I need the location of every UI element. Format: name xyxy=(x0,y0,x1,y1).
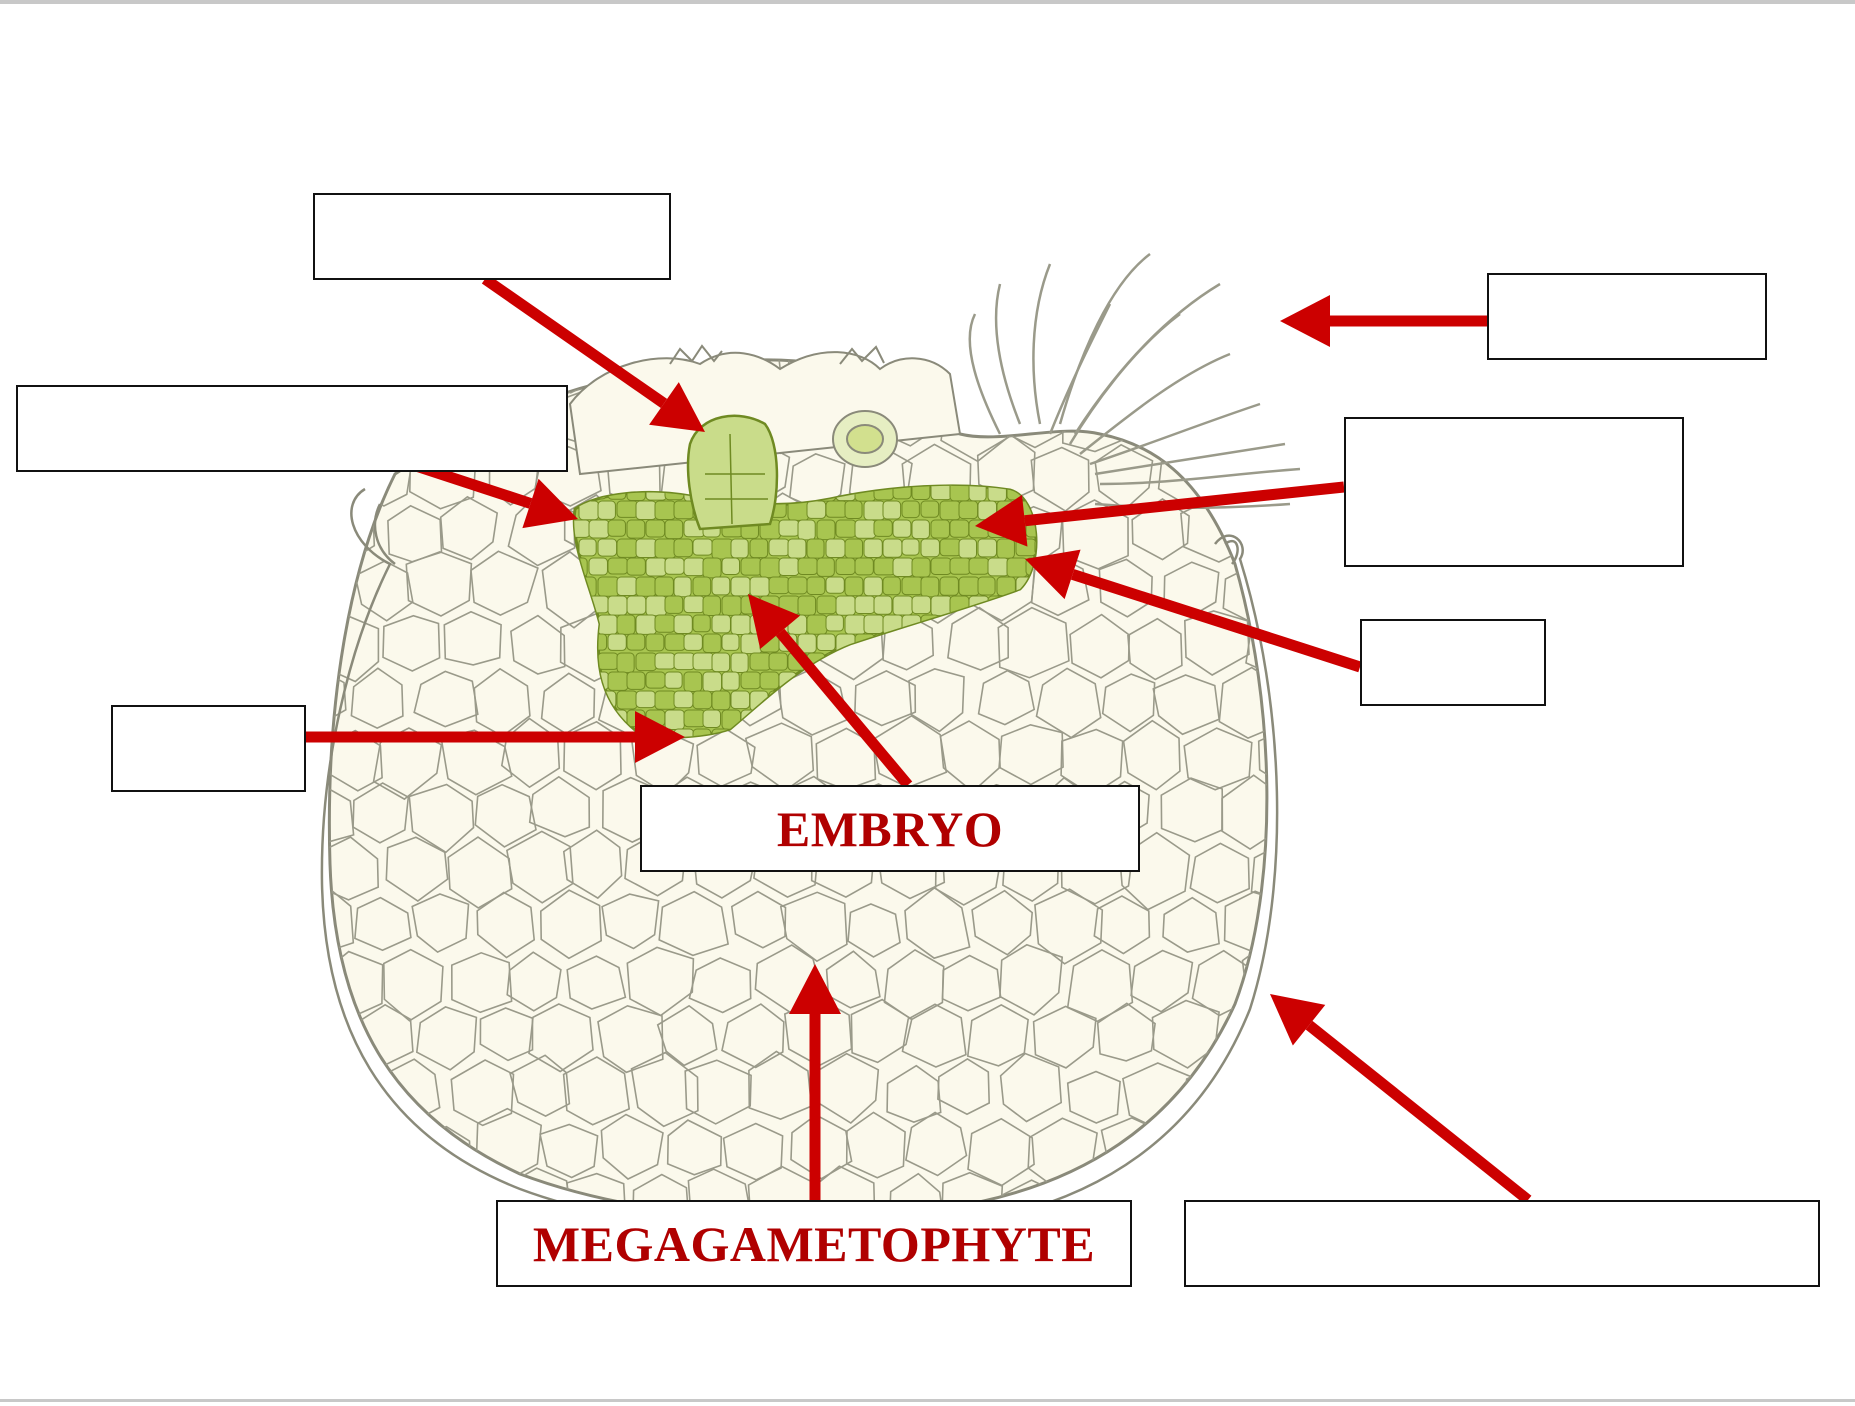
label-text-embryo: EMBRYO xyxy=(777,800,1003,858)
label-box-top-left[interactable] xyxy=(313,193,671,280)
label-box-megagametophyte[interactable]: MEGAGAMETOPHYTE xyxy=(496,1200,1132,1287)
label-box-right-small[interactable] xyxy=(1360,619,1546,706)
label-text-megagametophyte: MEGAGAMETOPHYTE xyxy=(533,1215,1095,1273)
label-box-left-small[interactable] xyxy=(111,705,306,792)
arrow-top-right-head xyxy=(1280,295,1330,347)
label-box-left-wide[interactable] xyxy=(16,385,568,472)
label-box-top-right[interactable] xyxy=(1487,273,1767,360)
label-box-bottom-right[interactable] xyxy=(1184,1200,1820,1287)
label-box-embryo[interactable]: EMBRYO xyxy=(640,785,1140,872)
label-box-right-tall[interactable] xyxy=(1344,417,1684,567)
arrow-bottom-right-shaft xyxy=(1309,1025,1528,1200)
